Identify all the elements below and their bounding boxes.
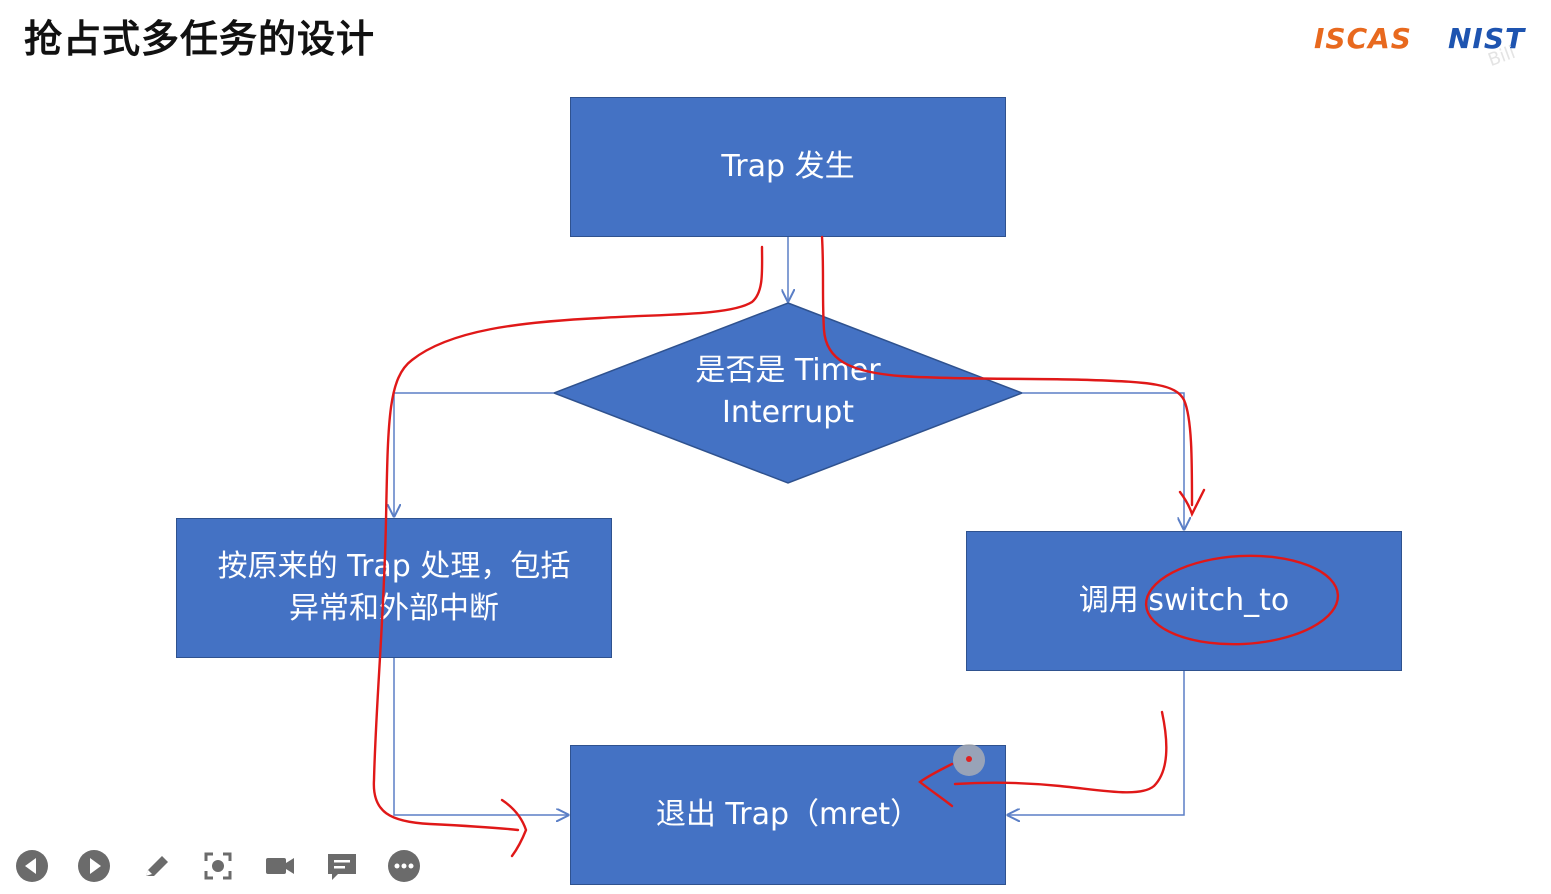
next-icon [78,850,110,882]
prev-icon [16,850,48,882]
pen-button[interactable] [136,846,176,886]
screenshot-icon [204,852,232,880]
page-title: 抢占式多任务的设计 [24,17,376,61]
presentation-toolbar [12,846,424,886]
exit-trap-box: 退出 Trap（mret） [570,745,1006,885]
original-handling-line2: 异常和外部中断 [289,591,499,626]
iscas-logo: ISCAS [1314,22,1412,55]
pen-icon [146,856,168,876]
decision-label-line1: 是否是 Timer [695,353,881,388]
chat-button[interactable] [322,846,362,886]
screenshot-button[interactable] [198,846,238,886]
camera-icon [266,858,294,874]
connector-decision-to-switch [1022,392,1184,529]
connector-original-to-exit [393,658,568,815]
annotation-left-arrowhead [500,798,528,858]
logos: ISCAS NIST [1310,18,1545,58]
exit-trap-label: 退出 Trap（mret） [655,797,921,832]
connector-switch-to-exit [1008,671,1185,815]
decision-diamond [551,302,1025,484]
call-switch-label: 调用 switch_to [1078,583,1290,618]
laser-pointer [953,744,985,776]
nist-logo: NIST [1448,22,1526,55]
trap-occurs-box: Trap 发生 [570,97,1006,237]
original-handling-box: 按原来的 Trap 处理，包括 异常和外部中断 [176,518,612,658]
annotation-return-arrowhead [918,762,954,808]
decision-label: 是否是 Timer Interrupt [640,350,936,434]
annotation-left-path [372,245,764,832]
call-switch-box: 调用 switch_to [966,531,1402,671]
prev-button[interactable] [12,846,52,886]
annotation-right-arrowhead [1178,488,1206,518]
chat-icon [328,854,356,880]
more-button[interactable] [384,846,424,886]
original-handling-line1: 按原来的 Trap 处理，包括 [217,549,571,584]
decision-label-line2: Interrupt [721,395,855,430]
camera-button[interactable] [260,846,300,886]
trap-occurs-label: Trap 发生 [721,149,855,184]
next-button[interactable] [74,846,114,886]
annotation-switch-circle [1144,554,1340,646]
annotation-return-path [953,710,1168,794]
more-icon [388,850,420,882]
annotation-right-path [820,235,1194,507]
